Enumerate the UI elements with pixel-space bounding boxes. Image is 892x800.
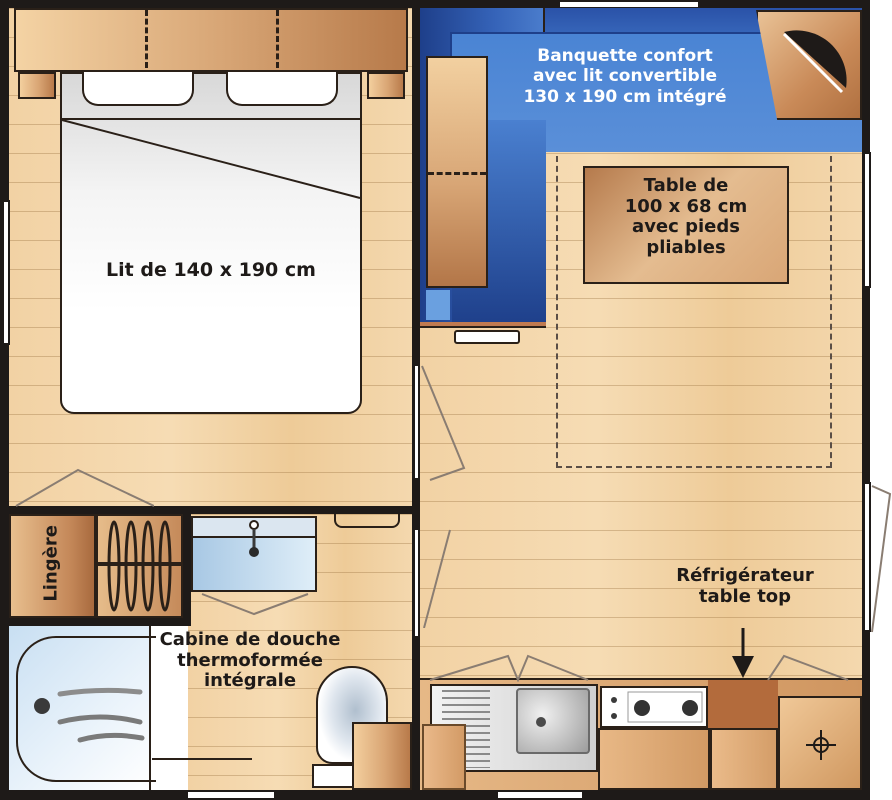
table-label-line-2: 100 x 68 cm [624, 195, 748, 217]
shower-label: Cabine de douche thermoformée intégrale [130, 629, 370, 692]
outer-wall-right [862, 0, 870, 800]
outer-wall-bottom [0, 790, 870, 800]
fridge-label-line-1: Réfrigérateur [676, 565, 814, 586]
headboard-dash-2 [276, 10, 279, 68]
wardrobe-door-swing [15, 468, 154, 507]
living-door-swing-1 [421, 365, 466, 481]
bathroom-cabinet [352, 722, 412, 790]
pillow-left [82, 72, 194, 106]
sink-bowl [516, 688, 590, 754]
headboard [14, 8, 408, 72]
table-folding-area [556, 156, 832, 468]
hangers-icon [107, 520, 172, 612]
table-label-line-3: avec pieds [632, 216, 740, 238]
fridge-label-line-2: table top [698, 585, 792, 607]
faucet-icon [249, 520, 259, 557]
cabinet-1 [598, 728, 710, 790]
shower-screen [152, 758, 252, 760]
table-label-line-1: Table de [643, 175, 729, 196]
shower-label-line-3: intégrale [203, 670, 297, 692]
living-door-swing-2 [423, 529, 451, 628]
bed-label: Lit de 140 x 190 cm [106, 259, 316, 281]
washbasin-door-swing [201, 593, 309, 616]
hob-burners-icon [611, 691, 703, 723]
interior-wall-bedroom-bottom [9, 506, 412, 514]
living-wardrobe-dash [428, 172, 486, 175]
linen-cupboard[interactable] [9, 514, 96, 618]
banquette-label-line-3: 130 x 190 cm intégré [523, 86, 727, 107]
banquette-cushion [426, 290, 450, 320]
door-bedroom[interactable] [413, 364, 420, 480]
window-right-living [863, 152, 871, 288]
shower-drain-icon [34, 687, 145, 743]
kitchen-cabinet-door-swings [429, 654, 849, 682]
tv-stand [454, 330, 520, 344]
table-label: Table de 100 x 68 cm avec pieds pliables [583, 175, 789, 259]
banquette-label-line-1: Banquette confort [537, 46, 713, 66]
pillow-right [226, 72, 338, 106]
window-right-door [863, 482, 871, 632]
window-bottom-kitchen [496, 790, 584, 800]
outer-wall-top [0, 0, 870, 8]
fridge-label: Réfrigérateur table top [640, 565, 850, 607]
heater-crosshair-icon [806, 730, 836, 760]
towel-rail [334, 514, 400, 528]
table-label-line-4: pliables [646, 237, 726, 259]
bed-blanket-fold [61, 119, 361, 199]
down-arrow-icon [732, 628, 754, 678]
cabinet-below-drainer [422, 724, 466, 790]
banquette-label-line-2: avec lit convertible [532, 66, 718, 87]
shower-label-line-2: thermoformée [177, 649, 323, 671]
sink-drain [536, 717, 546, 727]
bed[interactable] [60, 72, 362, 414]
exterior-door-swing [871, 485, 892, 633]
linen-label: Lingère [40, 525, 62, 602]
dining-table[interactable] [583, 166, 789, 284]
cabinet-2 [710, 728, 778, 790]
banquette-label: Banquette confort avec lit convertible 1… [480, 46, 770, 107]
outer-wall-left [0, 0, 9, 800]
interior-wall-storage-bottom [9, 618, 189, 626]
shower-basin-outline [16, 636, 156, 782]
tv-corner-unit [756, 10, 862, 120]
headboard-dash-1 [145, 10, 148, 68]
bed-sheet-edge [61, 118, 361, 120]
window-left-bedroom [2, 200, 10, 345]
shower-label-line-1: Cabine de douche [159, 629, 341, 650]
door-bathroom[interactable] [413, 528, 420, 638]
tv-icon [782, 30, 847, 94]
rail-bar [96, 562, 183, 566]
window-bottom-bath [186, 790, 276, 800]
fridge-space[interactable] [708, 680, 778, 728]
nightstand-right [367, 72, 405, 99]
banquette-edge [420, 322, 546, 328]
nightstand-left [18, 72, 56, 99]
interior-wall-bath-left [183, 506, 191, 626]
